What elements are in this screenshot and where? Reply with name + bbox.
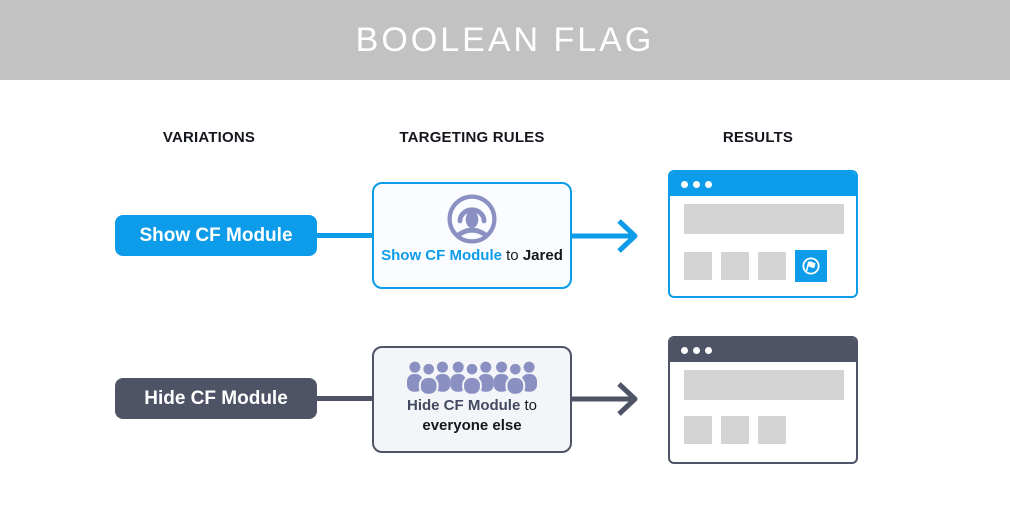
targeting-rule-card-hide: Hide CF Module to everyone else: [372, 346, 572, 453]
column-header-results: RESULTS: [722, 129, 794, 146]
rule-audience: Jared: [522, 247, 563, 264]
title-banner: BOOLEAN FLAG: [0, 0, 1010, 80]
column-header-variations: VARIATIONS: [162, 129, 256, 146]
targeting-rule-card-show: Show CF Module to Jared: [372, 182, 572, 289]
single-user-icon: [445, 184, 499, 246]
content-placeholder-tile: [684, 252, 712, 280]
content-placeholder-tile: [758, 416, 786, 444]
rule-text: Hide CF Module to everyone else: [407, 396, 537, 436]
rule-connector: to: [501, 247, 523, 264]
content-placeholder-tile: [684, 416, 712, 444]
content-placeholder-banner: [684, 370, 844, 400]
rule-flag-name: Show CF Module: [381, 247, 502, 264]
variation-label: Show CF Module: [139, 224, 293, 246]
content-placeholder-tile: [721, 416, 749, 444]
content-placeholder-tile: [758, 252, 786, 280]
rule-audience: everyone else: [422, 417, 522, 434]
content-tile-row: [684, 250, 827, 282]
arrow-hide-icon: [571, 382, 638, 416]
window-dot-icon: [681, 346, 688, 354]
column-header-targeting-rules: TARGETING RULES: [399, 129, 545, 146]
window-dot-icon: [693, 180, 700, 188]
rule-text: Show CF Module to Jared: [381, 246, 563, 266]
content-placeholder-tile: [721, 252, 749, 280]
connector-line-hide: [316, 396, 372, 401]
flag-icon: [802, 257, 820, 275]
cf-module-tile: [795, 250, 827, 282]
variation-pill-hide-cf-module: Hide CF Module: [115, 378, 317, 419]
window-dot-icon: [681, 180, 688, 188]
variation-label: Hide CF Module: [144, 387, 288, 409]
window-dot-icon: [705, 180, 712, 188]
browser-titlebar: [670, 172, 856, 196]
connector-line-show: [316, 233, 372, 238]
result-browser-without-module: [668, 336, 858, 464]
window-dot-icon: [705, 346, 712, 354]
rule-connector: to: [520, 397, 537, 414]
content-placeholder-banner: [684, 204, 844, 234]
window-dot-icon: [693, 346, 700, 354]
arrow-show-icon: [571, 219, 638, 253]
content-tile-row: [684, 416, 795, 444]
variation-pill-show-cf-module: Show CF Module: [115, 215, 317, 256]
crowd-icon: [407, 348, 537, 396]
result-browser-with-module: [668, 170, 858, 298]
browser-titlebar: [670, 338, 856, 362]
rule-flag-name: Hide CF Module: [406, 397, 521, 414]
page-title: BOOLEAN FLAG: [355, 20, 655, 59]
